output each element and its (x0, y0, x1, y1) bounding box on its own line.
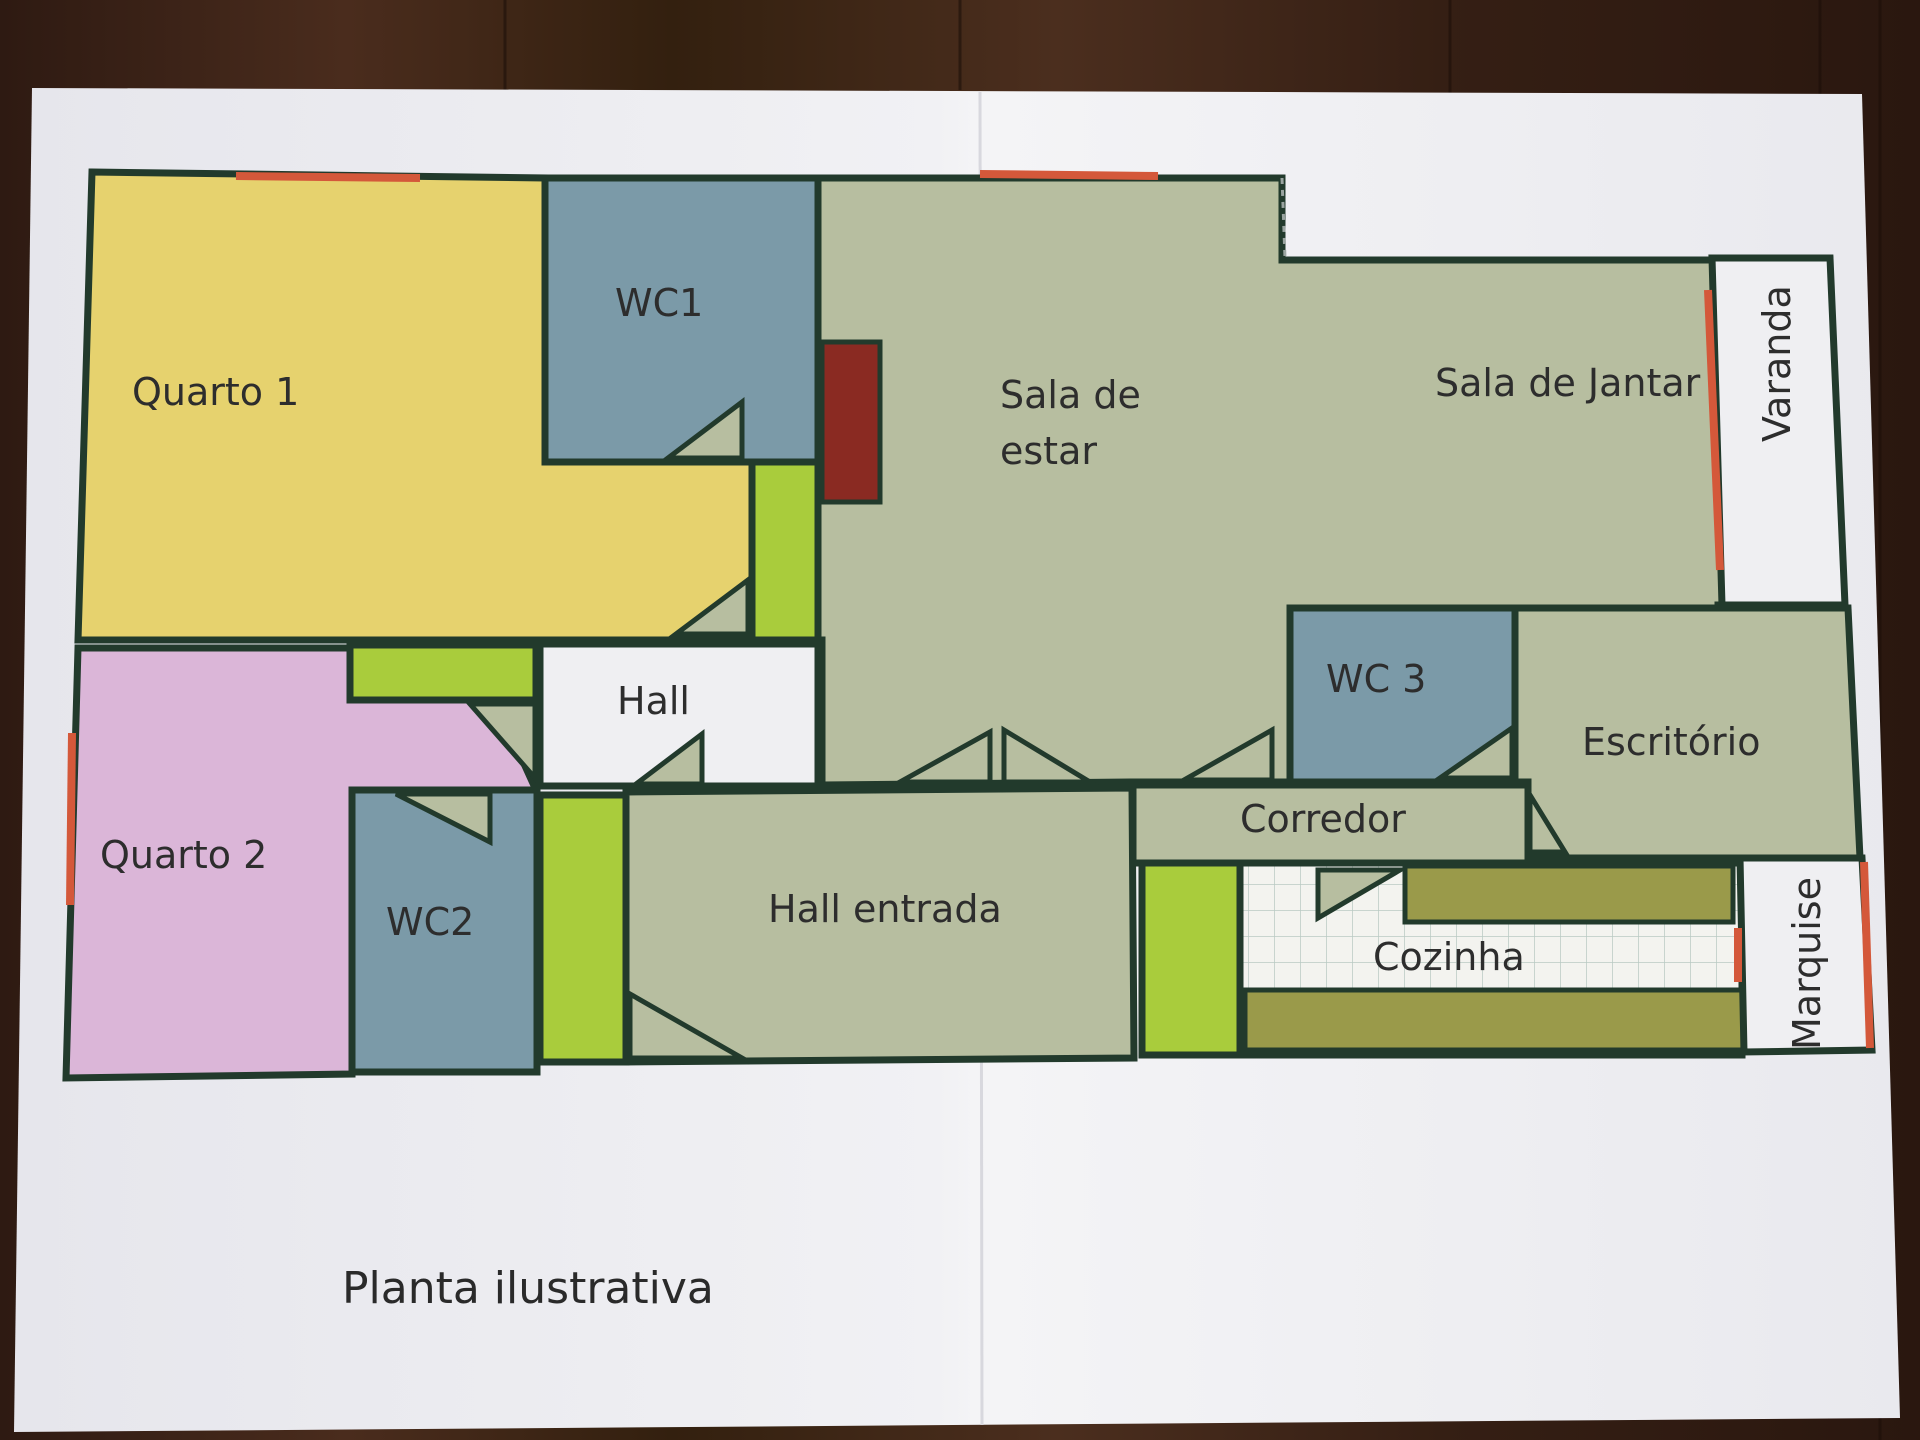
label-sala-estar-line1: Sala de (1000, 373, 1141, 417)
door-escritorio (1527, 786, 1570, 855)
caption-planta-ilustrativa: Planta ilustrativa (342, 1263, 714, 1314)
closet-hall-entrada (536, 791, 630, 1066)
label-wc1: WC1 (615, 281, 703, 325)
room-wc2 (348, 786, 541, 1076)
door-wc1 (660, 396, 745, 461)
windows (66, 170, 1874, 1049)
closet-quarto-1 (748, 458, 822, 644)
door-quarto-2 (464, 701, 538, 785)
label-hall: Hall (617, 679, 690, 723)
closet-quarto-2 (346, 641, 540, 704)
label-varanda: Varanda (1755, 285, 1799, 442)
room-corredor (1129, 781, 1532, 867)
counter-top (1402, 863, 1736, 925)
door-sala-right (1001, 725, 1099, 785)
label-corredor: Corredor (1240, 797, 1406, 841)
counter-bottom (1242, 987, 1748, 1053)
door-hall (628, 728, 705, 787)
floor-plan: Quarto 1 WC1 Sala de estar Sala de Janta… (62, 168, 1876, 1082)
door-entrada (627, 989, 752, 1061)
window-quarto-2 (66, 732, 76, 906)
closet-cozinha (1138, 859, 1244, 1059)
window-varanda (1704, 289, 1724, 571)
sala-notch-outline (1280, 177, 1287, 259)
door-sala-left (890, 727, 993, 785)
label-sala-estar-line2: estar (1000, 429, 1097, 473)
window-sala-estar (979, 170, 1159, 180)
door-corredor (1174, 725, 1275, 783)
fireplace (819, 339, 883, 505)
door-quarto-1 (668, 575, 751, 637)
label-wc2: WC2 (386, 900, 474, 944)
label-cozinha: Cozinha (1373, 935, 1525, 979)
label-wc3: WC 3 (1326, 657, 1426, 701)
label-hall-entrada: Hall entrada (768, 887, 1002, 931)
door-swings (394, 396, 1570, 1061)
label-quarto-1: Quarto 1 (132, 370, 299, 414)
label-quarto-2: Quarto 2 (100, 833, 267, 877)
label-marquise: Marquise (1785, 877, 1829, 1050)
door-wc3 (1432, 723, 1515, 781)
room-hall-entrada (622, 784, 1138, 1066)
door-cozinha (1315, 867, 1410, 923)
door-wc2 (394, 791, 493, 847)
label-sala-jantar: Sala de Jantar (1435, 361, 1701, 405)
label-escritorio: Escritório (1582, 720, 1760, 764)
window-quarto-1 (235, 172, 421, 182)
room-marquise (1736, 854, 1876, 1056)
window-marquise (1860, 861, 1874, 1049)
